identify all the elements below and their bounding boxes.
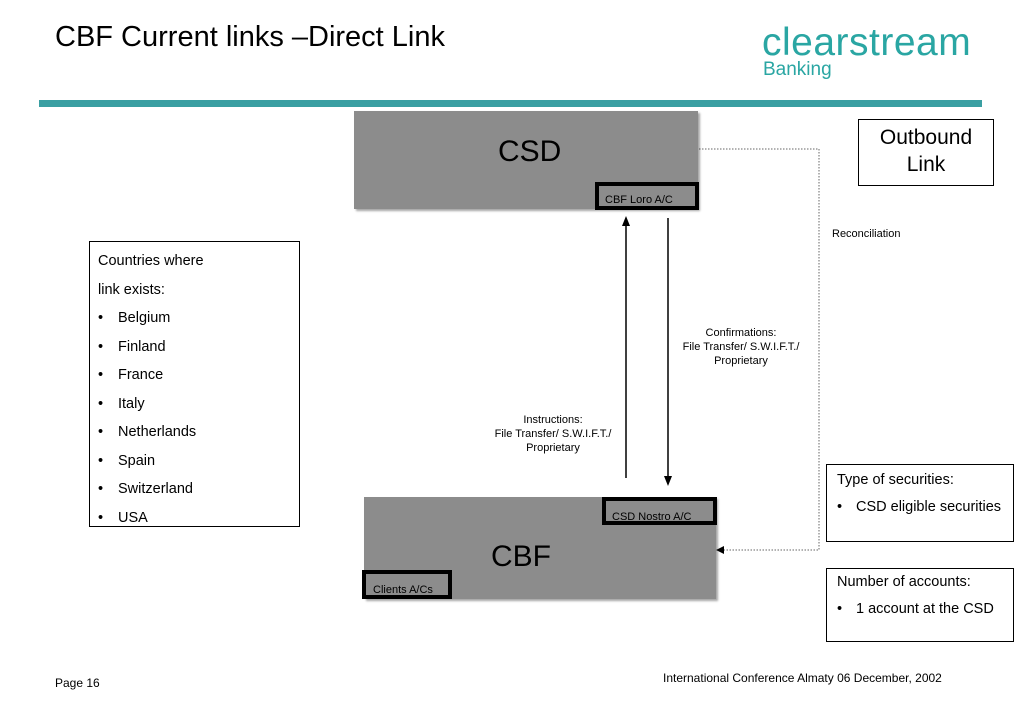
logo-wordmark: clearstream [762, 21, 972, 64]
instructions-method: File Transfer/ S.W.I.F.T./ [494, 428, 612, 440]
bullet-icon: • [98, 367, 104, 383]
country-name: Netherlands [118, 424, 197, 440]
country-name: France [118, 367, 164, 383]
countries-list: • Belgium • Finland • France • Italy • Nether… [98, 304, 291, 532]
clearstream-logo: clearstream Banking [762, 23, 972, 85]
instructions-label: Instructions: File Transfer/ S.W.I.F.T./… [478, 413, 628, 455]
csd-label: CSD [498, 135, 562, 168]
bullet-icon: • [98, 395, 104, 412]
confirmations-proprietary: Proprietary [714, 355, 768, 367]
securities-item-text: CSD eligible securities [856, 499, 1002, 515]
clients-accounts: Clients A/Cs [362, 570, 452, 599]
link-label: Link [906, 153, 946, 177]
country-name: Switzerland [118, 481, 193, 497]
country-item: • Belgium [98, 304, 291, 333]
bullet-icon: • [98, 424, 104, 440]
country-name: Spain [118, 452, 156, 469]
instructions-arrowhead [622, 216, 630, 226]
countries-heading-line2: link exists: [98, 281, 165, 298]
country-item: • Switzerland [98, 475, 291, 504]
country-item: • Finland [98, 333, 291, 362]
accounts-heading: Number of accounts: [837, 574, 971, 590]
bullet-icon: • [837, 601, 843, 617]
country-name: Italy [118, 395, 145, 412]
country-name: USA [118, 509, 148, 526]
page-number: Page 16 [55, 676, 100, 690]
csd-nostro-account: CSD Nostro A/C [602, 497, 717, 525]
slide-title: CBF Current links –Direct Link [55, 21, 445, 53]
country-item: • Spain [98, 447, 291, 476]
securities-item: • CSD eligible securities [837, 498, 1003, 517]
bullet-icon: • [98, 338, 104, 355]
accounts-box: Number of accounts: • 1 account at the C… [826, 568, 1014, 642]
country-item: • Netherlands [98, 418, 291, 447]
logo-subtitle: Banking [763, 59, 832, 80]
bullet-icon: • [98, 509, 104, 526]
reconciliation-arrowhead [716, 546, 724, 554]
securities-box: Type of securities: • CSD eligible secur… [826, 464, 1014, 542]
country-name: Belgium [118, 310, 171, 326]
confirmations-label: Confirmations: File Transfer/ S.W.I.F.T.… [668, 326, 814, 368]
cbf-loro-account: CBF Loro A/C [595, 182, 699, 210]
reconciliation-label: Reconciliation [832, 228, 901, 240]
instructions-proprietary: Proprietary [526, 442, 580, 454]
country-item: • USA [98, 504, 291, 533]
outbound-label: Outbound [879, 126, 973, 149]
country-name: Finland [118, 338, 166, 355]
outbound-link-box: Outbound Link [858, 119, 994, 186]
bullet-icon: • [98, 310, 104, 326]
country-item: • France [98, 361, 291, 390]
confirmations-method: File Transfer/ S.W.I.F.T./ [682, 341, 800, 353]
conference-footer: International Conference Almaty 06 Decem… [663, 671, 942, 685]
bullet-icon: • [837, 499, 843, 515]
country-item: • Italy [98, 390, 291, 419]
header-divider [39, 100, 982, 107]
countries-box: Countries where link exists: • Belgium • F… [89, 241, 300, 527]
cbf-node: CSD Nostro A/C CBF Clients A/Cs [362, 497, 717, 599]
securities-heading: Type of securities: [837, 472, 954, 488]
accounts-item: • 1 account at the CSD [837, 600, 1003, 619]
countries-heading-line1: Countries where [98, 253, 204, 269]
instructions-heading: Instructions: [523, 414, 583, 426]
cbf-label: CBF [491, 540, 551, 573]
accounts-item-text: 1 account at the CSD [856, 601, 994, 617]
bullet-icon: • [98, 481, 104, 497]
bullet-icon: • [98, 452, 104, 469]
confirmations-arrowhead [664, 476, 672, 486]
confirmations-heading: Confirmations: [705, 327, 777, 339]
csd-node: CSD CBF Loro A/C [354, 111, 699, 210]
